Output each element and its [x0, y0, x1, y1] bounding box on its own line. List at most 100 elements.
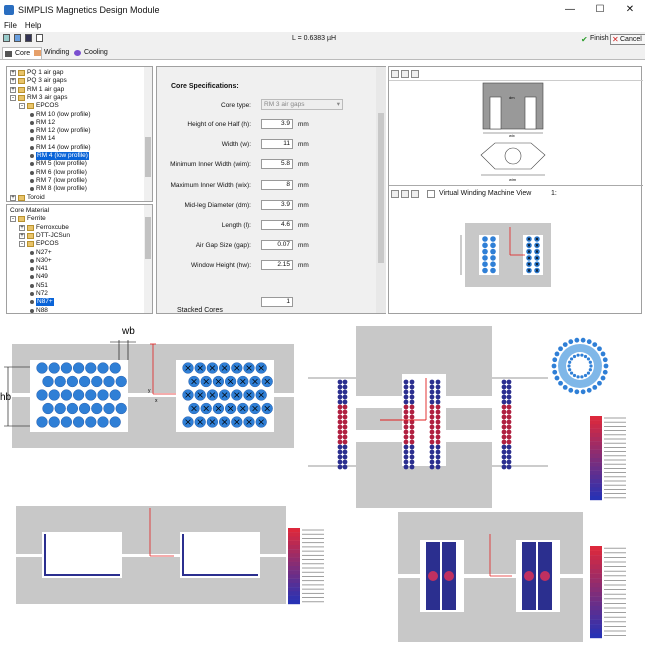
colorbar-tick: [604, 451, 626, 452]
conductor: [586, 357, 591, 361]
core-type-select[interactable]: RM 3 air gaps ▾: [261, 99, 343, 110]
expand-toggle-icon[interactable]: -: [19, 103, 25, 110]
conductor: [429, 419, 435, 425]
expand-toggle-icon[interactable]: +: [19, 232, 25, 239]
tree-item[interactable]: N27+: [7, 249, 145, 257]
conductor: [48, 416, 60, 428]
layers-icon[interactable]: [25, 34, 32, 42]
conductor: [109, 389, 121, 401]
conductor: [115, 375, 127, 388]
tree-item[interactable]: RM 14: [7, 135, 145, 143]
spec-value-field[interactable]: 3.9: [261, 199, 293, 210]
expand-toggle-icon[interactable]: +: [10, 70, 16, 76]
bullet-icon: [30, 137, 34, 142]
expand-toggle-icon[interactable]: +: [10, 78, 16, 85]
save-icon[interactable]: [14, 34, 21, 42]
grid-icon[interactable]: [36, 34, 43, 42]
material-tree-scrollbar[interactable]: [144, 205, 152, 313]
tree-item[interactable]: RM 4 (low profile): [7, 152, 145, 160]
title-bar: SIMPLIS Magnetics Design Module — ☐ ✕: [0, 0, 645, 20]
conductor: [429, 389, 435, 395]
conductor: [60, 416, 73, 428]
current-into-icon: [227, 378, 234, 385]
open-icon[interactable]: [3, 34, 10, 42]
tree-item[interactable]: N88: [7, 307, 145, 313]
vwm-fit-icon[interactable]: [411, 190, 419, 198]
tree-item[interactable]: RM 10 (low profile): [7, 111, 145, 119]
zoom-out-icon[interactable]: [401, 70, 409, 78]
spec-value-field[interactable]: 0.07: [261, 240, 293, 251]
tab-core[interactable]: Core: [2, 47, 42, 59]
stacked-cores-field[interactable]: 1: [261, 297, 293, 307]
expand-toggle-icon[interactable]: +: [10, 194, 16, 201]
tree-item[interactable]: -Ferrite: [7, 215, 145, 223]
tree-item[interactable]: RM 6 (low profile): [7, 169, 145, 177]
vwm-checkbox[interactable]: [427, 190, 435, 198]
tree-item[interactable]: -EPCOS: [7, 240, 145, 248]
core-tree-scrollbar[interactable]: [144, 67, 152, 201]
tree-item[interactable]: RM 7 (low profile): [7, 177, 145, 185]
tree-item[interactable]: +DTT-JCSun: [7, 232, 145, 240]
zoom-in-icon[interactable]: [391, 70, 399, 78]
folder-icon: [27, 224, 34, 231]
spec-value-field[interactable]: 8: [261, 179, 293, 190]
tree-item[interactable]: N72: [7, 290, 145, 298]
maximize-button[interactable]: ☐: [595, 4, 605, 15]
vwm-zoom-in-icon[interactable]: [391, 190, 399, 198]
tree-item[interactable]: -RM 3 air gaps: [7, 94, 145, 102]
tree-item[interactable]: +Toroid: [7, 194, 145, 202]
tree-item[interactable]: +PQ 1 air gap: [7, 69, 145, 77]
material-tree[interactable]: Core Material-Ferrite+Ferroxcube+DTT-JCS…: [6, 204, 153, 314]
expand-toggle-icon[interactable]: -: [19, 241, 25, 248]
tree-item[interactable]: N41: [7, 265, 145, 273]
tree-item[interactable]: RM 5 (low profile): [7, 160, 145, 168]
tree-item[interactable]: RM 8 (low profile): [7, 185, 145, 193]
spec-value-field[interactable]: 5.8: [261, 159, 293, 170]
tree-item[interactable]: +RM 1 air gap: [7, 86, 145, 94]
tree-item[interactable]: RM 14 (low profile): [7, 144, 145, 152]
minimize-button[interactable]: —: [565, 4, 575, 15]
tree-item[interactable]: +Ferroxcube: [7, 224, 145, 232]
colorbar-tick: [604, 421, 626, 423]
expand-toggle-icon[interactable]: -: [10, 216, 16, 223]
spec-value-field[interactable]: 2.15: [261, 260, 293, 271]
expand-toggle-icon[interactable]: +: [19, 224, 25, 231]
cancel-button[interactable]: ✕Cancel: [610, 34, 645, 45]
tree-item[interactable]: +PQ 3 air gaps: [7, 77, 145, 85]
core-tree[interactable]: +PQ 1 air gap+PQ 3 air gaps+RM 1 air gap…: [6, 66, 153, 202]
expand-toggle-icon[interactable]: +: [10, 86, 16, 93]
spec-value-field[interactable]: 3.9: [261, 119, 293, 129]
close-button[interactable]: ✕: [625, 4, 635, 15]
tree-item[interactable]: RM 12 (low profile): [7, 127, 145, 135]
tab-winding[interactable]: Winding: [32, 47, 76, 59]
tree-item[interactable]: N87+: [7, 298, 145, 307]
fit-view-icon[interactable]: [411, 70, 419, 78]
colorbar-tick: [604, 442, 626, 444]
tree-item[interactable]: N51: [7, 282, 145, 290]
bullet-icon: [30, 267, 34, 272]
tree-item[interactable]: N30+: [7, 257, 145, 265]
tree-item[interactable]: N49: [7, 273, 145, 281]
tab-cooling[interactable]: Cooling: [72, 47, 116, 59]
vwm-zoom-out-icon[interactable]: [401, 190, 409, 198]
spec-value-field[interactable]: 11: [261, 139, 293, 150]
tree-item[interactable]: -EPCOS: [7, 102, 145, 110]
conductor: [342, 404, 348, 410]
conductor: [562, 342, 568, 348]
conductor: [568, 368, 572, 372]
conductor: [435, 379, 441, 385]
specs-scrollbar[interactable]: [376, 67, 386, 313]
bullet-icon: [30, 129, 34, 134]
conductor: [337, 389, 343, 395]
colorbar-tick: [604, 626, 626, 627]
menu-help[interactable]: Help: [24, 21, 42, 30]
tree-item[interactable]: RM 12: [7, 119, 145, 127]
finish-button[interactable]: ✔Finish: [581, 35, 609, 44]
menu-file[interactable]: File: [4, 21, 17, 30]
tree-item[interactable]: Core Material: [7, 207, 145, 215]
spec-value-field[interactable]: 4.6: [261, 220, 293, 230]
conductor: [85, 389, 97, 401]
expand-toggle-icon[interactable]: -: [10, 94, 16, 101]
conductor: [583, 373, 588, 378]
conductor: [97, 389, 109, 401]
